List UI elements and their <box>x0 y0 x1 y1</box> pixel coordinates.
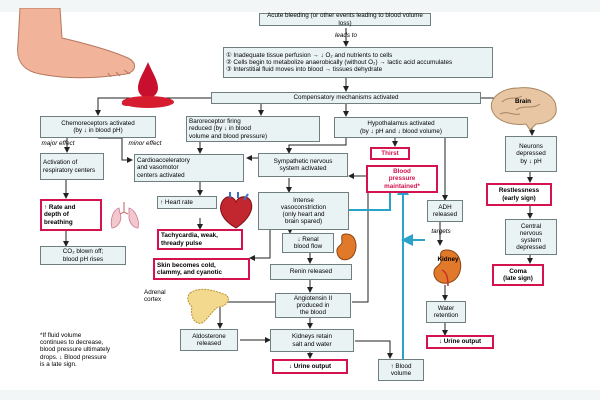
bp-maintained-box: Blood pressure maintained* <box>366 165 438 193</box>
minor-effect-label: minor effect <box>128 140 162 147</box>
top-strip <box>0 0 600 12</box>
effect-1: ① Inadequate tissue perfusion → ↓ O₂ and… <box>226 51 393 59</box>
brain-icon <box>490 87 557 131</box>
respiratory-centers-box: Activation of respiratory centers <box>40 153 104 180</box>
kidney-label: Kidney <box>437 256 459 263</box>
chemoreceptors-box: Chemoreceptors activated (by ↓ in blood … <box>40 116 156 138</box>
acute-bleeding-box: Acute bleeding (or other events leading … <box>259 12 431 27</box>
initial-effects-box: ① Inadequate tissue perfusion → ↓ O₂ and… <box>223 47 493 78</box>
rate-depth-box: ↑ Rate and depth of breathing <box>40 199 102 231</box>
bottom-strip <box>0 390 600 400</box>
cardioacceleratory-box: Cardioacceleratory and vasomotor centers… <box>134 154 244 182</box>
vasoconstriction-box: Intense vasoconstriction (only heart and… <box>258 192 349 230</box>
skin-box: Skin becomes cold, clammy, and cyanotic <box>153 258 250 280</box>
adrenal-cortex-label: Adrenal cortex <box>144 289 166 304</box>
tachycardia-box: Tachycardia, weak, thready pulse <box>157 229 243 250</box>
hypothalamus-box: Hypothalamus activated (by ↓ pH and ↓ bl… <box>334 117 468 138</box>
cns-depressed-box: Central nervous system depressed <box>505 219 557 255</box>
renin-box: Renin released <box>270 264 352 280</box>
lungs-icon <box>110 202 139 229</box>
targets-label: targets <box>431 228 451 235</box>
major-effect-label: major effect <box>41 140 75 147</box>
water-retention-box: Water retention <box>426 301 466 323</box>
angiotensin-box: Angiotensin II produced in the blood <box>275 293 351 318</box>
leads-to-label: leads to <box>334 32 358 39</box>
foot-icon <box>17 8 135 79</box>
kidney-icon <box>336 233 357 261</box>
urine-output-right-box: ↓ Urine output <box>426 335 494 349</box>
sympathetic-box: Sympathetic nervous system activated <box>258 153 348 177</box>
kidney-icon <box>433 249 462 287</box>
kidneys-retain-box: Kidneys retain salt and water <box>270 329 354 352</box>
restlessness-box: Restlessness (early sign) <box>486 183 552 206</box>
blood-volume-box: ↑ Blood volume <box>378 359 424 381</box>
aldosterone-box: Aldosterone released <box>180 329 238 351</box>
blood-drop-icon <box>121 62 174 108</box>
co2-box: CO₂ blown off; blood pH rises <box>40 246 126 265</box>
adh-box: ADH released <box>427 200 463 222</box>
renal-flow-box: ↓ Renal blood flow <box>282 233 334 253</box>
effect-3: ③ Interstitial fluid moves into blood → … <box>226 66 383 74</box>
coma-box: Coma (late sign) <box>492 264 544 286</box>
adrenal-gland-icon <box>187 288 229 324</box>
heart-rate-box: ↑ Heart rate <box>157 196 217 209</box>
footnote-text: *If fluid volume continues to decrease, … <box>40 332 111 368</box>
effect-2: ② Cells begin to metabolize anaerobicall… <box>226 58 453 66</box>
neurons-depressed-box: Neurons depressed by ↓ pH <box>505 136 557 172</box>
urine-output-bottom-box: ↓ Urine output <box>272 359 348 374</box>
heart-icon <box>220 192 253 229</box>
thirst-box: Thirst <box>370 147 410 160</box>
baroreceptor-box: Baroreceptor firing reduced (by ↓ in blo… <box>186 116 320 142</box>
compensatory-box: Compensatory mechanisms activated <box>211 92 481 104</box>
brain-label: Brain <box>514 98 532 105</box>
